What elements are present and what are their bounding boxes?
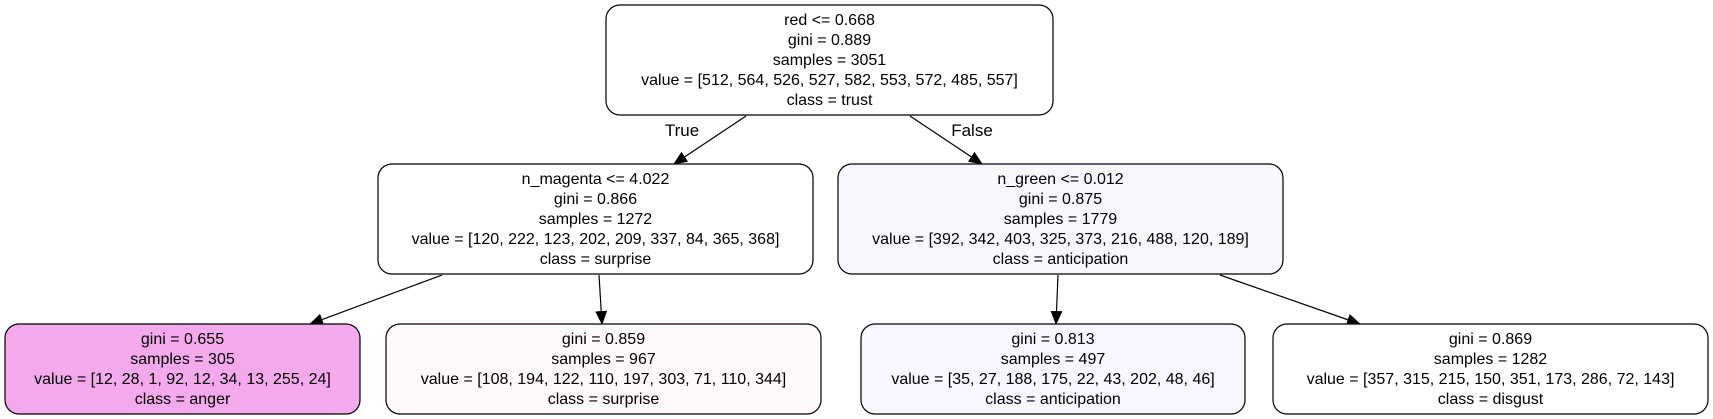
edge-right-to-leaf-4	[1219, 274, 1361, 326]
node-line-left-0: n_magenta <= 4.022	[522, 171, 670, 188]
node-line-left-2: samples = 1272	[539, 211, 653, 228]
node-box-root	[605, 4, 1054, 116]
node-line-right-0: n_green <= 0.012	[997, 171, 1123, 188]
node-line-right-1: gini = 0.875	[1019, 191, 1102, 208]
tree-node-leaf-1: gini = 0.655 samples = 305 value = [12, 28…	[4, 323, 361, 415]
node-line-leaf-4-0: gini = 0.869	[1449, 331, 1532, 348]
node-line-left-1: gini = 0.866	[554, 191, 637, 208]
node-line-leaf-2-1: samples = 967	[551, 351, 656, 368]
tree-node-right: n_green <= 0.012 gini = 0.875 samples = 17…	[837, 163, 1284, 275]
node-box-leaf-1	[4, 323, 361, 415]
edge-label-true: True	[665, 121, 699, 140]
node-box-right	[837, 163, 1284, 275]
node-line-leaf-3-0: gini = 0.813	[1011, 331, 1094, 348]
edge-left-to-leaf-2	[595, 274, 608, 325]
node-line-root-1: gini = 0.889	[788, 32, 871, 49]
node-line-root-4: class = trust	[787, 92, 873, 109]
node-line-root-0: red <= 0.668	[784, 12, 875, 29]
node-line-right-2: samples = 1779	[1004, 211, 1118, 228]
node-box-leaf-3	[860, 323, 1246, 415]
node-line-leaf-3-1: samples = 497	[1001, 351, 1106, 368]
node-line-root-2: samples = 3051	[773, 52, 887, 69]
node-line-leaf-1-0: gini = 0.655	[141, 331, 224, 348]
node-line-leaf-2-3: class = surprise	[548, 391, 660, 408]
edge-label-false: False	[951, 121, 993, 140]
edge-right-to-leaf-3	[1050, 274, 1063, 325]
node-line-leaf-3-2: value = [35, 27, 188, 175, 22, 43, 202, …	[891, 371, 1214, 388]
node-line-leaf-1-1: samples = 305	[130, 351, 235, 368]
node-line-leaf-4-3: class = disgust	[1438, 391, 1544, 408]
edge-root-to-right	[909, 115, 983, 165]
node-box-leaf-4	[1272, 323, 1709, 415]
nodes-layer: red <= 0.668 gini = 0.889 samples = 3051 va…	[4, 4, 1709, 415]
node-line-leaf-2-0: gini = 0.859	[562, 331, 645, 348]
node-box-leaf-2	[385, 323, 822, 415]
node-line-leaf-1-2: value = [12, 28, 1, 92, 12, 34, 13, 255,…	[34, 371, 331, 388]
node-line-leaf-2-2: value = [108, 194, 122, 110, 197, 303, 7…	[421, 371, 786, 388]
edge-root-to-left	[673, 115, 747, 165]
node-line-leaf-3-3: class = anticipation	[985, 391, 1121, 408]
tree-node-leaf-2: gini = 0.859 samples = 967 value = [108, 1…	[385, 323, 822, 415]
node-line-right-3: value = [392, 342, 403, 325, 373, 216, 4…	[872, 231, 1249, 248]
node-line-leaf-1-3: class = anger	[135, 391, 231, 408]
tree-node-leaf-4: gini = 0.869 samples = 1282 value = [357, …	[1272, 323, 1709, 415]
tree-node-left: n_magenta <= 4.022 gini = 0.866 samples = …	[377, 163, 814, 275]
node-line-leaf-4-2: value = [357, 315, 215, 150, 351, 173, 2…	[1307, 371, 1675, 388]
node-line-root-3: value = [512, 564, 526, 527, 582, 553, 5…	[641, 72, 1018, 89]
tree-node-root: red <= 0.668 gini = 0.889 samples = 3051 va…	[605, 4, 1054, 116]
node-line-leaf-4-1: samples = 1282	[1434, 351, 1548, 368]
node-line-left-3: value = [120, 222, 123, 202, 209, 337, 8…	[412, 231, 780, 248]
node-box-left	[377, 163, 814, 275]
tree-node-leaf-3: gini = 0.813 samples = 497 value = [35, 27…	[860, 323, 1246, 415]
edges-layer: True False	[309, 115, 1361, 326]
node-line-right-4: class = anticipation	[993, 251, 1129, 268]
node-line-left-4: class = surprise	[540, 251, 652, 268]
edge-left-to-leaf-1	[309, 274, 443, 326]
